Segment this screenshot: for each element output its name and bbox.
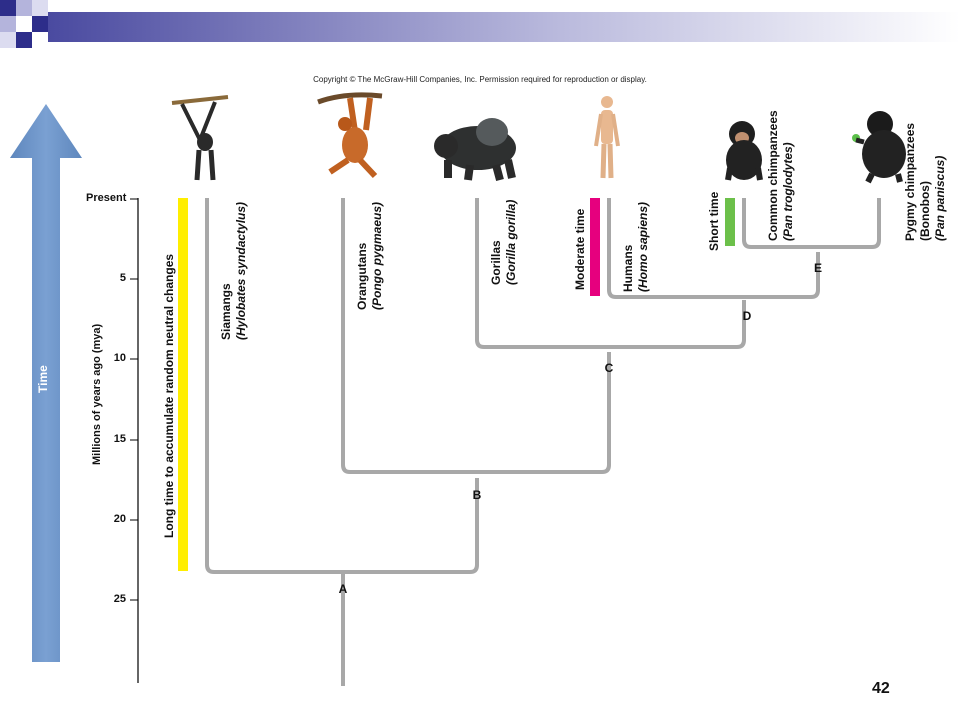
page-number: 42 — [872, 680, 890, 697]
taxon-common-name: Gorillas — [489, 240, 503, 285]
time-arrow — [10, 104, 82, 662]
taxon-label-common-chimpanzees: Common chimpanzees (Pan troglodytes) — [766, 110, 796, 241]
moderate-time-label: Moderate time — [573, 208, 587, 290]
axis-tick-label: 15 — [113, 433, 126, 445]
chimpanzee-icon — [725, 121, 763, 181]
branch-c — [475, 198, 746, 349]
header-decoration — [0, 0, 960, 48]
bonobo-icon — [852, 111, 906, 184]
node-label-e: E — [813, 261, 822, 275]
taxon-label-gorillas: Gorillas (Gorilla gorilla) — [489, 200, 519, 285]
siamang-icon — [171, 95, 229, 181]
node-label-d: D — [742, 309, 752, 323]
header-square — [16, 16, 32, 32]
taxon-common-name: Common chimpanzees — [766, 110, 780, 241]
taxon-label-pygmy-chimpanzees: Pygmy chimpanzees (Bonobos) (Pan paniscu… — [903, 123, 948, 241]
taxon-scientific-name: (Hylobates syndactylus) — [234, 201, 248, 340]
header-square — [0, 32, 16, 48]
taxon-label-orangutans: Orangutans (Pongo pygmaeus) — [355, 202, 385, 310]
header-square — [16, 32, 32, 48]
long-time-label: Long time to accumulate random neutral c… — [162, 253, 176, 538]
long-time-bar — [178, 198, 188, 571]
axis-tick-label: 25 — [113, 593, 126, 605]
taxon-common-name: Pygmy chimpanzees — [903, 122, 917, 241]
branch-d — [607, 198, 820, 299]
header-square — [16, 0, 32, 16]
taxon-scientific-name: (Pan paniscus) — [933, 155, 947, 241]
taxon-scientific-name: (Pongo pygmaeus) — [370, 201, 384, 310]
time-arrow-label: Time — [36, 365, 50, 393]
header-square — [0, 16, 16, 32]
axis-tick-label: 10 — [113, 352, 126, 364]
header-square — [32, 16, 48, 32]
axis-tick-label: 20 — [113, 513, 126, 525]
taxon-scientific-name: (Pan troglodytes) — [781, 142, 795, 241]
header-square — [32, 0, 48, 16]
node-label-c: C — [604, 361, 614, 375]
header-bar — [48, 12, 960, 42]
copyright-notice: Copyright © The McGraw-Hill Companies, I… — [313, 75, 647, 84]
branch-b — [341, 198, 611, 474]
taxon-scientific-name: (Gorilla gorilla) — [504, 199, 518, 285]
header-square — [0, 0, 16, 16]
taxon-label-humans: Humans (Homo sapiens) — [621, 202, 651, 292]
node-label-b: B — [472, 488, 482, 502]
taxon-common-name: Orangutans — [355, 242, 369, 310]
branch-a — [205, 198, 479, 574]
axis-ticks — [130, 198, 138, 601]
orangutan-icon — [317, 92, 383, 179]
branch-e — [742, 198, 881, 249]
moderate-time-bar — [590, 198, 600, 296]
taxon-label-siamangs: Siamangs (Hylobates syndactylus) — [219, 202, 249, 340]
human-icon — [594, 96, 620, 179]
axis-tick-label: 5 — [119, 272, 126, 284]
branch-stick — [171, 95, 229, 105]
taxon-scientific-name: (Homo sapiens) — [636, 201, 650, 292]
short-time-bar — [725, 198, 735, 246]
short-time-label: Short time — [707, 191, 721, 251]
phylogenetic-tree — [205, 198, 881, 686]
axis-tick-label: Present — [86, 192, 127, 204]
taxon-common-name: Humans — [621, 244, 635, 292]
taxon-common-name: Siamangs — [219, 283, 233, 340]
gorilla-icon — [434, 118, 516, 182]
taxon-common-name-alt: (Bonobos) — [918, 181, 932, 241]
node-label-a: A — [338, 582, 348, 596]
